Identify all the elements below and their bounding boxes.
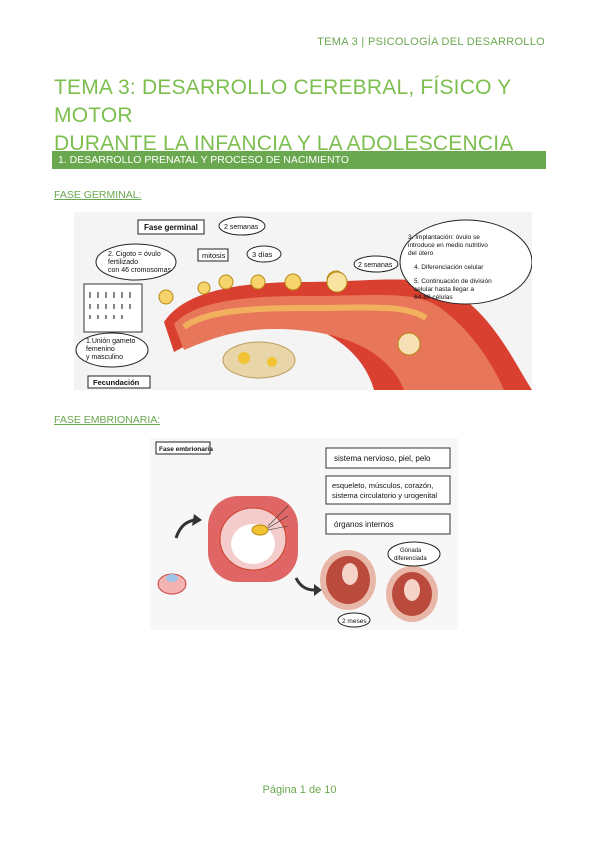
germinal-diagram: Fase germinal 2 semanas 2. Cigoto = óvul… xyxy=(74,212,532,390)
mitosis-label: mitosis xyxy=(202,251,226,260)
page-footer: Página 1 de 10 xyxy=(262,784,337,796)
gonada-label-1: Gónada xyxy=(400,548,422,554)
implant-label-2: introduce en medio nutritivo xyxy=(408,242,488,249)
embryonic-phase-figure: Fase embrionaria sistema nervioso, piel,… xyxy=(150,438,458,630)
page-header: TEMA 3 | PSICOLOGÍA DEL DESARROLLO xyxy=(317,36,545,48)
implant-label-4: 4. Diferenciación celular xyxy=(414,264,484,271)
germinal-subheading: FASE GERMINAL: xyxy=(54,189,142,201)
union-label-3: y masculino xyxy=(86,354,123,361)
implant-label-7: 64-80 células xyxy=(414,294,453,301)
title-line-1: TEMA 3: DESARROLLO CEREBRAL, FÍSICO Y MO… xyxy=(54,76,512,127)
implant-label-1: 3. Implantación: óvulo se xyxy=(408,234,480,241)
title-line-2: DURANTE LA INFANCIA Y LA ADOLESCENCIA xyxy=(54,132,514,155)
zygote-label-1: 2. Cigoto = óvulo xyxy=(108,251,161,258)
gonada-label-2: diferenciada xyxy=(394,556,427,562)
zygote-label-2: fertilizado xyxy=(108,259,138,266)
weeks-right-label: 2 semanas xyxy=(358,262,393,269)
implant-label-6: celular hasta llegar a xyxy=(414,286,474,293)
mesoderm-box-line-2: sistema circulatorio y urogenital xyxy=(332,491,437,500)
implant-label-3: del útero xyxy=(408,250,434,257)
ectoderm-box: sistema nervioso, piel, pelo xyxy=(334,454,431,463)
germinal-weeks-label: 2 semanas xyxy=(224,224,259,231)
two-months-label: 2 meses xyxy=(342,618,367,625)
fecundacion-label: Fecundación xyxy=(93,378,140,387)
endoderm-box: órganos internos xyxy=(334,520,394,529)
three-days-label: 3 días xyxy=(252,250,273,259)
union-label-2: femenino xyxy=(86,346,115,353)
implant-label-5: 5. Continuación de división xyxy=(414,278,492,285)
germinal-phase-figure: Fase germinal 2 semanas 2. Cigoto = óvul… xyxy=(74,212,532,390)
union-label-1: 1.Unión gameto xyxy=(86,338,136,345)
mesoderm-box-line-1: esqueleto, músculos, corazón, xyxy=(332,481,433,490)
page-title: TEMA 3: DESARROLLO CEREBRAL, FÍSICO Y MO… xyxy=(54,74,554,158)
embrionaria-subheading: FASE EMBRIONARIA: xyxy=(54,414,161,426)
embryonic-title-label: Fase embrionaria xyxy=(159,446,213,453)
embryonic-diagram: Fase embrionaria sistema nervioso, piel,… xyxy=(150,438,458,630)
zygote-label-3: con 46 cromosomas xyxy=(108,267,172,274)
germinal-title-label: Fase germinal xyxy=(144,223,198,232)
section-heading-bar: 1. DESARROLLO PRENATAL Y PROCESO DE NACI… xyxy=(52,151,546,169)
